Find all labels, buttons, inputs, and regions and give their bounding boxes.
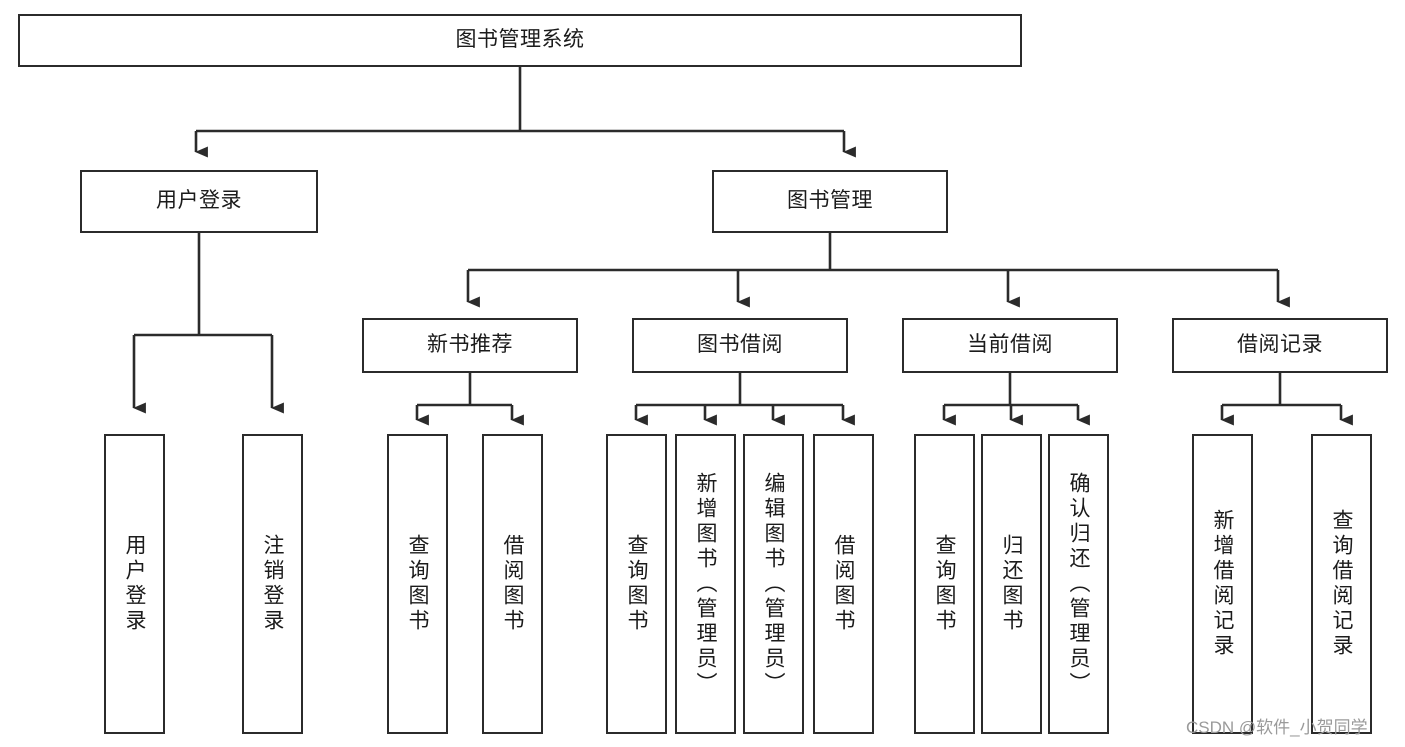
node-current-borrow-label: 当前借阅: [967, 333, 1053, 357]
csdn-watermark: CSDN @软件_小贺同学: [1186, 718, 1368, 737]
node-leaf-add-book-label: 新增图书（管理员）: [694, 471, 717, 697]
node-leaf-query-book-2[interactable]: 查询图书: [606, 434, 667, 734]
node-leaf-user-login[interactable]: 用户登录: [104, 434, 165, 734]
node-leaf-confirm-return-label: 确认归还（管理员）: [1067, 471, 1090, 697]
node-leaf-query-book-2-label: 查询图书: [625, 534, 648, 634]
node-root[interactable]: 图书管理系统: [18, 14, 1022, 67]
node-leaf-borrow-book-1[interactable]: 借阅图书: [482, 434, 543, 734]
node-leaf-query-borrow-record[interactable]: 查询借阅记录: [1311, 434, 1372, 734]
node-leaf-logout-login-label: 注销登录: [261, 534, 284, 634]
node-leaf-borrow-book-1-label: 借阅图书: [501, 534, 524, 634]
node-borrow-record[interactable]: 借阅记录: [1172, 318, 1388, 373]
node-book-borrow-label: 图书借阅: [697, 333, 783, 357]
node-leaf-query-book-1[interactable]: 查询图书: [387, 434, 448, 734]
node-leaf-edit-book-label: 编辑图书（管理员）: [762, 471, 785, 697]
node-leaf-user-login-label: 用户登录: [123, 534, 146, 634]
node-user-login[interactable]: 用户登录: [80, 170, 318, 233]
node-leaf-confirm-return[interactable]: 确认归还（管理员）: [1048, 434, 1109, 734]
node-leaf-query-book-1-label: 查询图书: [406, 534, 429, 634]
node-leaf-add-book[interactable]: 新增图书（管理员）: [675, 434, 736, 734]
node-user-login-label: 用户登录: [156, 189, 242, 213]
node-current-borrow[interactable]: 当前借阅: [902, 318, 1118, 373]
node-new-book-recommend-label: 新书推荐: [427, 333, 513, 357]
node-book-management-label: 图书管理: [787, 189, 873, 213]
node-leaf-add-borrow-record-label: 新增借阅记录: [1211, 509, 1234, 659]
node-leaf-return-book-label: 归还图书: [1000, 534, 1023, 634]
node-root-label: 图书管理系统: [455, 28, 585, 52]
node-new-book-recommend[interactable]: 新书推荐: [362, 318, 578, 373]
node-leaf-logout-login[interactable]: 注销登录: [242, 434, 303, 734]
node-leaf-query-book-3-label: 查询图书: [933, 534, 956, 634]
node-borrow-record-label: 借阅记录: [1237, 333, 1323, 357]
node-book-borrow[interactable]: 图书借阅: [632, 318, 848, 373]
node-leaf-return-book[interactable]: 归还图书: [981, 434, 1042, 734]
node-leaf-add-borrow-record[interactable]: 新增借阅记录: [1192, 434, 1253, 734]
node-leaf-borrow-book-2[interactable]: 借阅图书: [813, 434, 874, 734]
node-leaf-edit-book[interactable]: 编辑图书（管理员）: [743, 434, 804, 734]
node-book-management[interactable]: 图书管理: [712, 170, 948, 233]
node-leaf-query-book-3[interactable]: 查询图书: [914, 434, 975, 734]
node-leaf-borrow-book-2-label: 借阅图书: [832, 534, 855, 634]
node-leaf-query-borrow-record-label: 查询借阅记录: [1330, 509, 1353, 659]
